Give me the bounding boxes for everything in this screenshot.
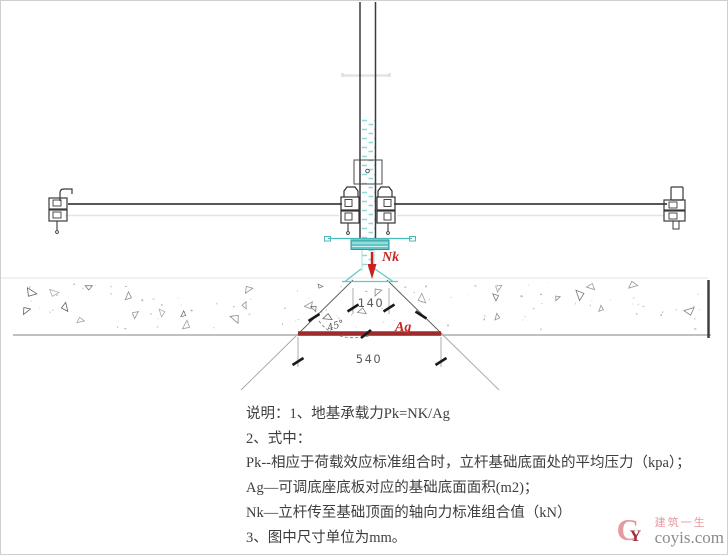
note-line-2: 2、式中：	[246, 430, 312, 447]
logo-site-text: coyis.com	[654, 527, 724, 547]
dimension-140: 140	[346, 288, 396, 314]
dim-tick	[382, 303, 396, 313]
load-spread-lines	[240, 279, 500, 391]
adjusting-wing-nut	[324, 236, 416, 250]
post-collar	[353, 159, 383, 185]
coupler-center-left	[340, 186, 360, 235]
dim-140-label: 140	[358, 296, 384, 310]
dim-tick	[291, 356, 305, 367]
coupler-bolt	[672, 220, 680, 230]
ledger-beam	[65, 203, 667, 217]
note-line-3: Pk--相应于荷载效应标准组合时，立杆基础底面处的平均压力（kpa）；	[246, 455, 691, 472]
coyis-logo-icon: C Y	[616, 512, 651, 549]
note-line-6: 3、图中尺寸单位为mm。	[246, 529, 407, 546]
concrete-ground-band	[1, 277, 711, 338]
adjustable-screw-thread	[361, 119, 375, 271]
coupler-top-plate	[343, 186, 359, 197]
dim-tick	[434, 356, 448, 367]
notes-block: 说明：1、地基承载力Pk=NK/Ag 2、式中： Pk--相应于荷载效应标准组合…	[246, 402, 721, 550]
note-line-5: Nk—立杆传至基础顶面的轴向力标准组合值（kN）	[246, 504, 572, 521]
ag-area-label: Ag	[394, 320, 411, 335]
nk-force-label: Nk	[381, 250, 399, 265]
joint-end-left	[341, 73, 344, 77]
dim-540-label: 540	[356, 352, 382, 366]
bearing-area-line	[298, 328, 441, 340]
angle-45-label: 45°	[325, 318, 345, 334]
coupler-top-plate	[377, 186, 393, 197]
angle-annotation: 45°	[307, 310, 428, 339]
logo-brand-text: 建筑一生	[654, 516, 707, 529]
nut-body	[350, 239, 390, 250]
joint-end-right	[388, 73, 391, 77]
center-tick	[360, 328, 372, 340]
coupler-right-end	[663, 186, 686, 230]
note-line-4: Ag—可调底座底板对应的基础底面面积(m2)；	[246, 480, 539, 497]
coyis-watermark: C Y 建筑一生 coyis.com	[616, 512, 724, 549]
note-line-1: 说明：1、地基承载力Pk=NK/Ag	[246, 406, 450, 422]
coupler-left-end	[48, 188, 73, 234]
base-plate	[342, 268, 398, 283]
angle-tick-left	[307, 312, 321, 323]
logo-letter-y: Y	[629, 528, 642, 545]
coupler-center-right	[376, 186, 396, 235]
coupler-hook	[59, 188, 73, 201]
dim-tick	[346, 303, 360, 313]
concrete-texture-hatch	[23, 280, 701, 331]
angle-tick-right	[414, 310, 428, 320]
scaffold-post	[341, 2, 391, 271]
coupler-stub	[670, 186, 684, 201]
dimension-540: 540	[291, 337, 448, 367]
arrow-head	[367, 264, 377, 279]
logo-letter-c: C	[616, 512, 639, 547]
collar-pin-hole	[365, 168, 370, 174]
axial-force-arrow	[367, 252, 377, 279]
